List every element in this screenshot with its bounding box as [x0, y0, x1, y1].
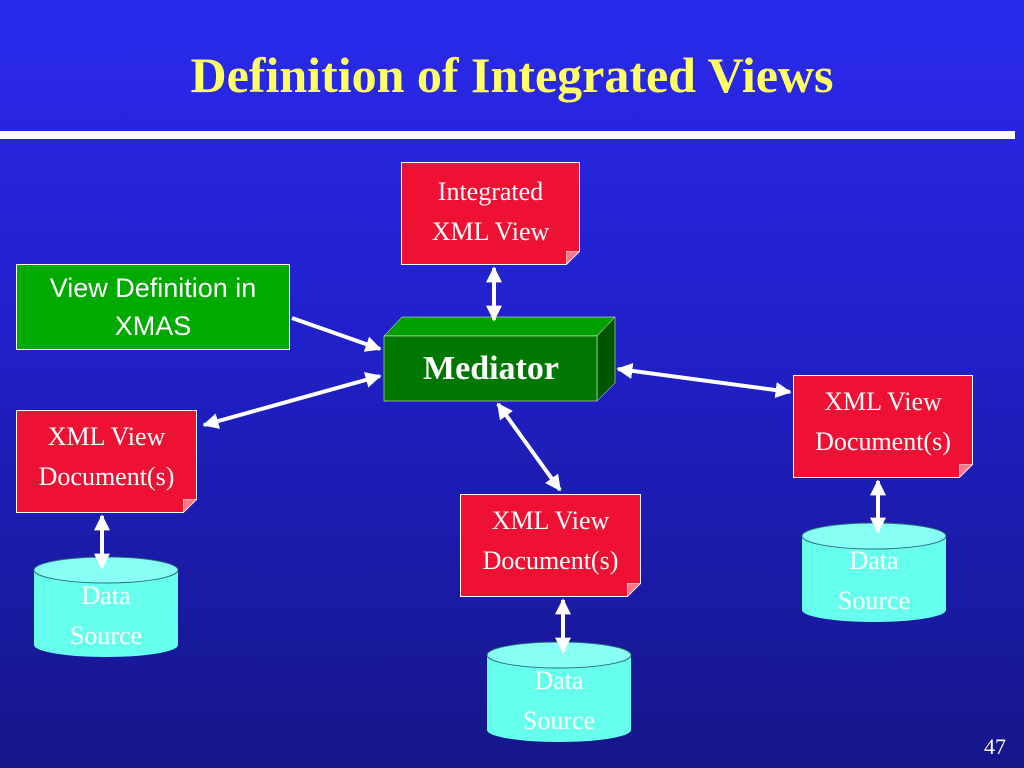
data-source-right-label: Data Source: [802, 541, 946, 621]
data-source-left-label: Data Source: [34, 576, 178, 656]
doc-right-line1: XML View: [824, 387, 942, 416]
integrated-view-line2: XML View: [431, 217, 550, 246]
doc-left-line1: XML View: [47, 422, 166, 451]
data-source-right-cylinder: [801, 522, 947, 622]
arrow-mediator-doc-left: [202, 372, 382, 429]
view-definition-line1: View Definition in: [49, 273, 257, 303]
xml-view-document-right: XML View Document(s): [793, 375, 973, 478]
data-source-center-label: Data Source: [487, 661, 631, 741]
doc-right-fold-icon: [959, 464, 973, 478]
page-number: 47: [984, 734, 1006, 759]
view-definition-line2: XMAS: [114, 311, 192, 341]
data-source-left-cylinder: [33, 556, 179, 657]
source-center-line1: Data: [534, 666, 584, 695]
arrow-mediator-doc-center: [496, 402, 562, 492]
doc-right-line2: Document(s): [815, 427, 951, 456]
mediator-label: Mediator: [423, 350, 559, 387]
integrated-view-fold-icon: [566, 251, 580, 265]
source-right-line2: Source: [837, 586, 911, 615]
doc-left-fold-icon: [183, 499, 197, 513]
slide-title: Definition of Integrated Views: [190, 47, 834, 103]
doc-center-line1: XML View: [491, 506, 610, 535]
view-definition-box: View Definition in XMAS: [16, 264, 290, 350]
source-left-line1: Data: [81, 581, 131, 610]
xml-view-document-center: XML View Document(s): [460, 494, 641, 597]
doc-center-fold-icon: [627, 583, 641, 597]
integrated-view-line1: Integrated: [437, 177, 544, 206]
integrated-xml-view-box: Integrated XML View: [401, 162, 580, 265]
arrow-mediator-doc-right: [616, 362, 792, 399]
source-left-line2: Source: [69, 621, 143, 650]
xml-view-document-left: XML View Document(s): [16, 410, 197, 513]
source-right-line1: Data: [849, 546, 899, 575]
doc-center-line2: Document(s): [482, 546, 619, 575]
mediator-box: [383, 316, 616, 402]
arrow-view-definition-mediator: [291, 316, 382, 352]
title-divider: [0, 131, 1015, 139]
source-center-line2: Source: [522, 706, 596, 735]
doc-left-line2: Document(s): [38, 462, 175, 491]
